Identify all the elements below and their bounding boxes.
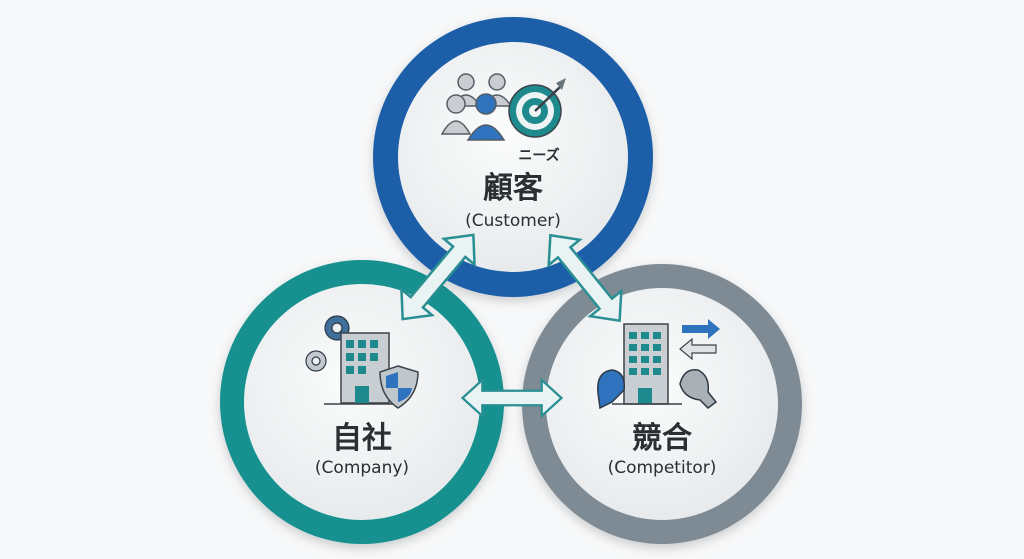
target-icon <box>508 78 566 138</box>
customer-title: 顧客 <box>483 171 543 206</box>
customer-circle <box>373 17 653 297</box>
boxing-glove-gray-icon <box>679 369 718 409</box>
company-building-icon <box>324 332 400 405</box>
competitor-title: 競合 <box>632 421 692 456</box>
shield-icon <box>379 365 419 409</box>
boxing-glove-blue-icon <box>597 369 625 410</box>
competitor-building-icon <box>612 323 682 405</box>
competitor-subtitle: (Competitor) <box>608 458 717 478</box>
company-subtitle: (Company) <box>315 458 409 478</box>
customers-group-icon <box>440 73 513 141</box>
company-competitor-arrow <box>461 378 563 418</box>
needs-label: ニーズ <box>518 147 559 164</box>
company-title: 自社 <box>332 421 392 456</box>
exchange-arrows-icon <box>679 319 720 361</box>
customer-subtitle: (Customer) <box>465 211 561 231</box>
